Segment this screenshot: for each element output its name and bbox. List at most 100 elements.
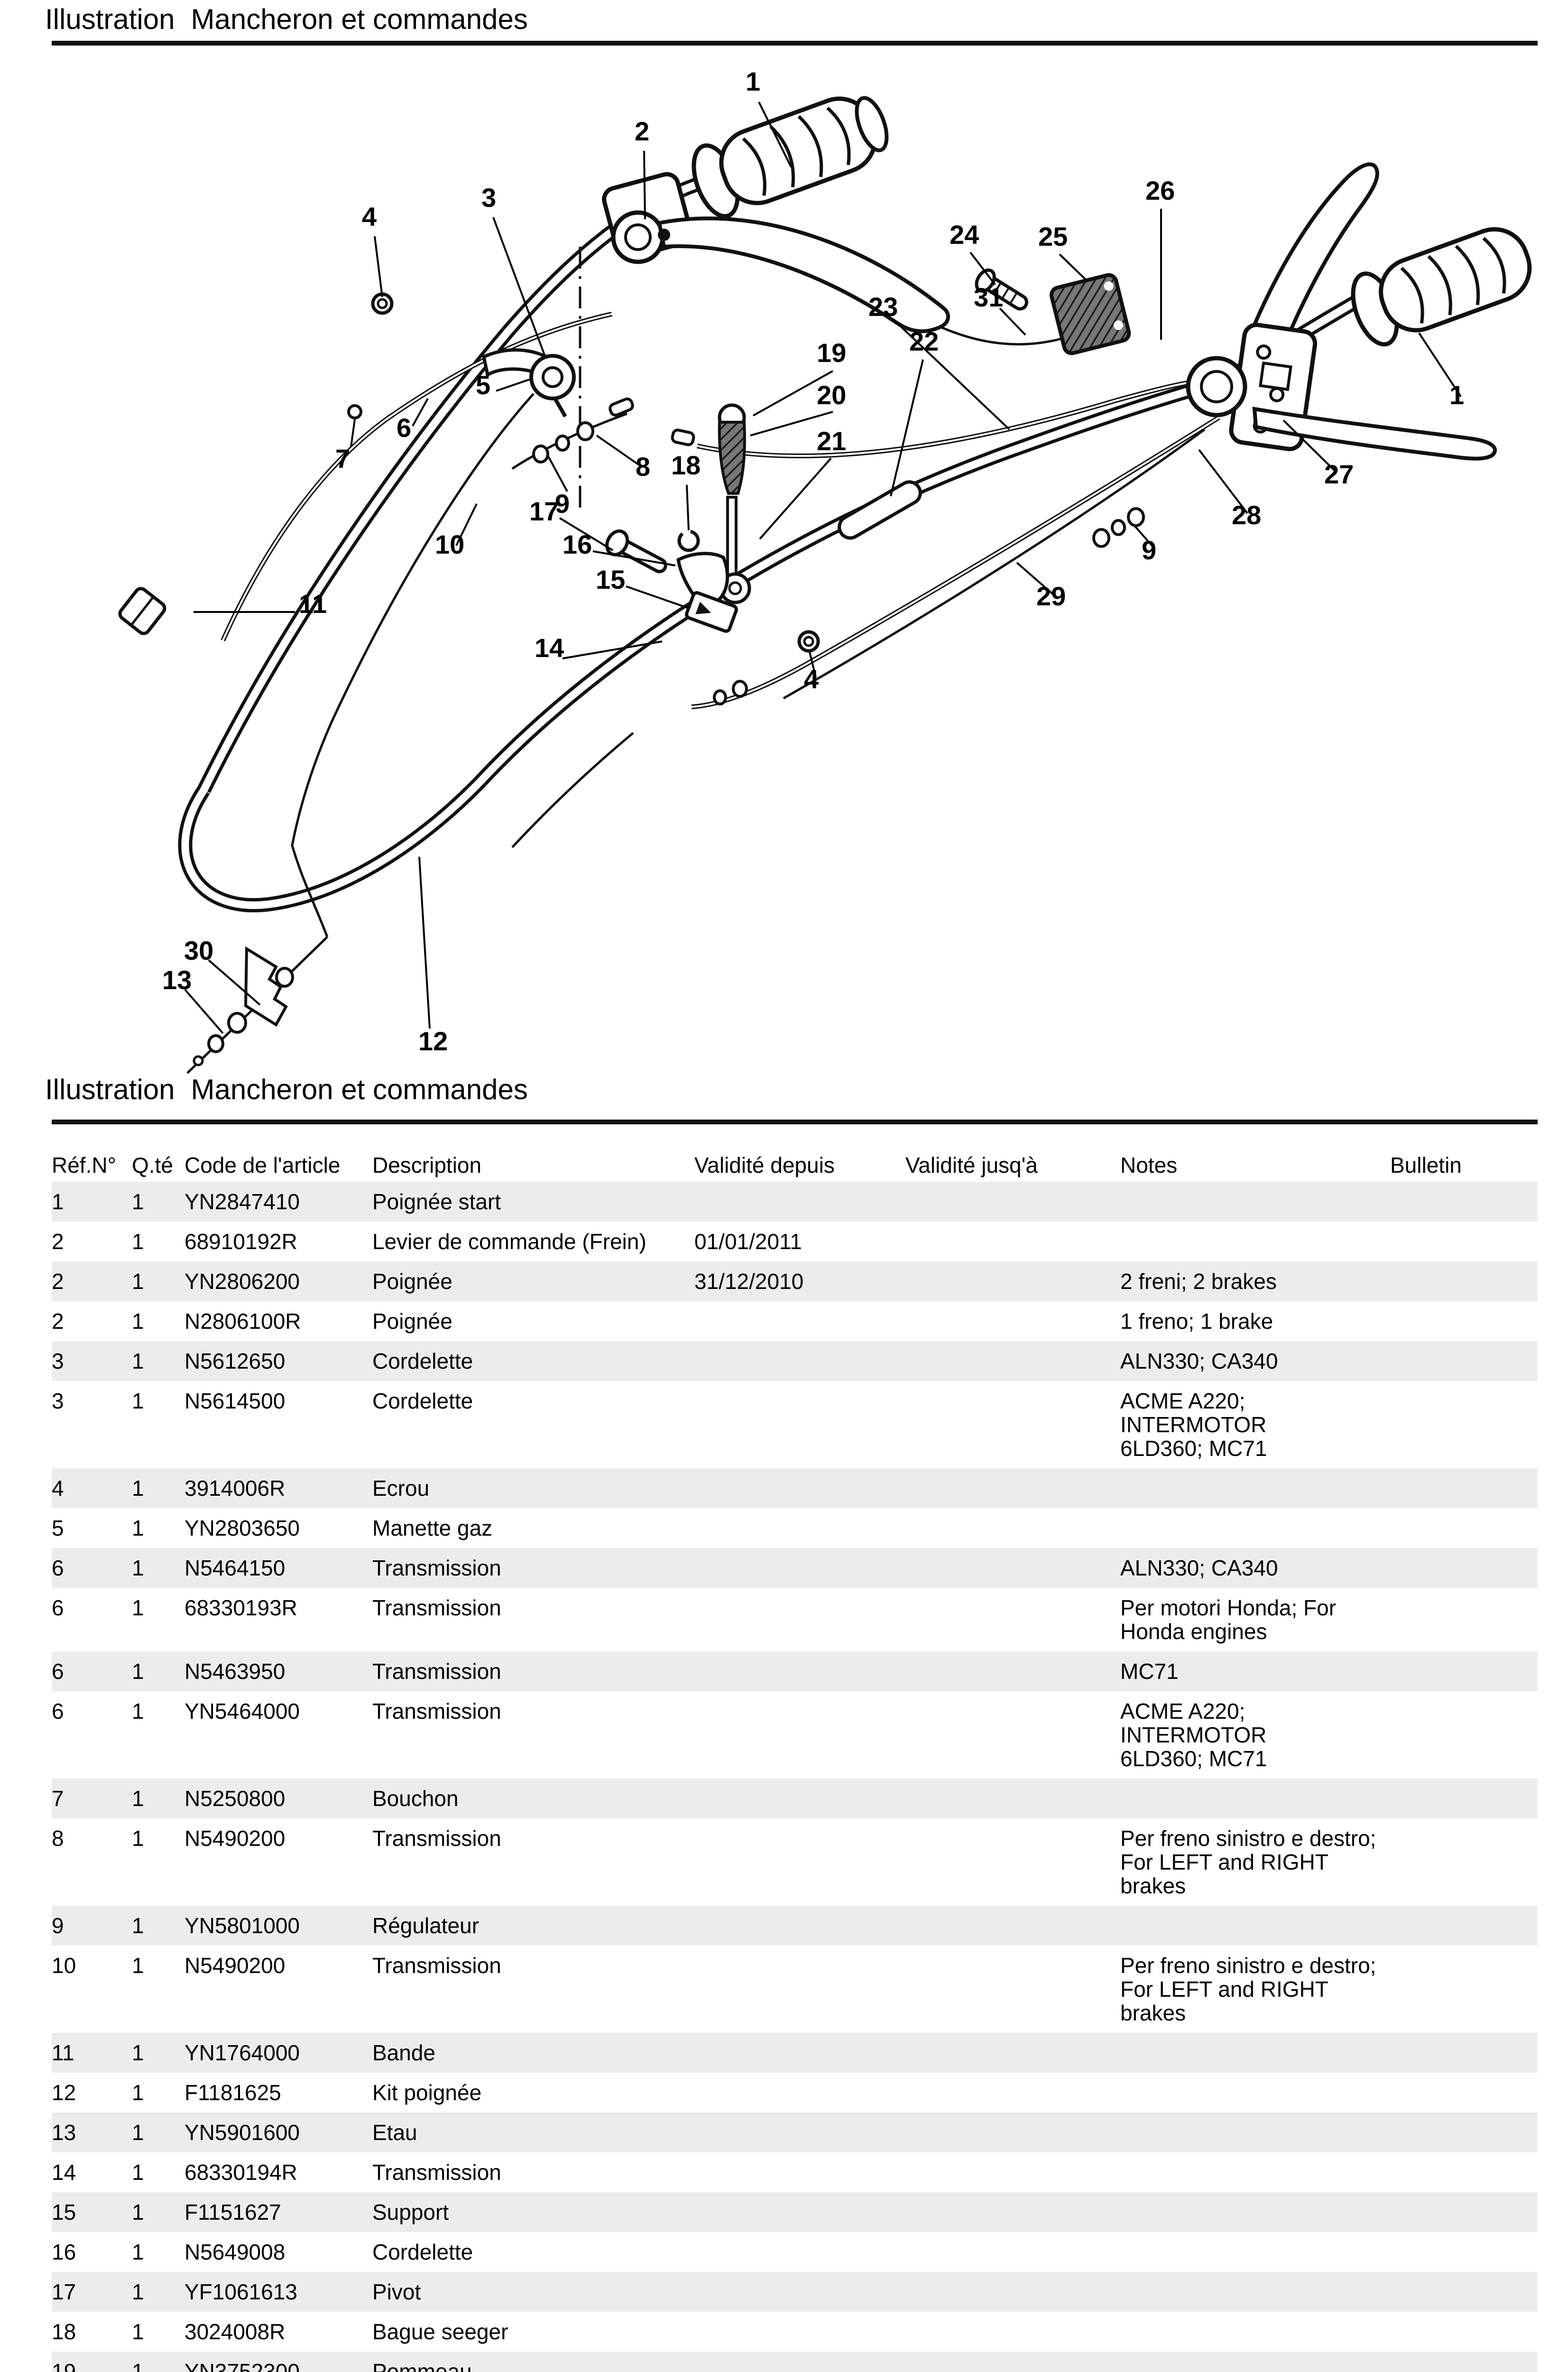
table-cell: YF1061613	[184, 2279, 297, 2304]
table-cell: 18	[52, 2319, 76, 2344]
table-cell: 1	[132, 1349, 144, 1373]
table-cell: 10	[52, 1953, 76, 1978]
table-cell	[905, 1381, 1120, 1468]
table-cell	[1390, 1182, 1538, 1222]
throttle-lever	[481, 348, 576, 418]
callout-label: 12	[418, 1026, 448, 1056]
table-cell	[1390, 1651, 1538, 1691]
table-cell	[694, 1651, 905, 1691]
table-cell: ALN330; CA340	[1120, 1556, 1278, 1580]
table-cell: 3914006R	[184, 1476, 286, 1501]
table-cell	[694, 2312, 905, 2352]
callout-leader-line	[496, 379, 530, 392]
table-cell: 7	[52, 1786, 64, 1811]
table-cell: 68330193R	[184, 1595, 297, 1620]
table-cell: YN3752300	[184, 2359, 300, 2372]
callout-label: 16	[563, 529, 592, 559]
table-cell	[1120, 2352, 1390, 2372]
table-cell: 1 freno; 1 brake	[1120, 1309, 1273, 1334]
callout-leader-line	[559, 517, 614, 551]
table-cell: Support	[372, 2200, 449, 2224]
serrated-bracket	[244, 946, 288, 1027]
table-cell	[694, 2232, 905, 2272]
table-cell: 19	[52, 2359, 76, 2372]
horizontal-rule-mid	[52, 1120, 1538, 1124]
table-cell	[694, 1381, 905, 1468]
horizontal-rule-top	[52, 41, 1538, 46]
callout-leader-line	[184, 989, 224, 1034]
callout-leader-line	[492, 217, 545, 355]
table-cell: N5649008	[184, 2240, 286, 2264]
table-cell: N5612650	[184, 1349, 286, 1373]
callout-leader-line	[208, 959, 261, 1006]
column-header: Code de l'article	[184, 1153, 341, 1177]
table-cell: Transmission	[372, 1826, 501, 1851]
table-cell	[1120, 2192, 1390, 2232]
tube-slot-detail	[838, 480, 922, 540]
table-cell	[694, 1818, 905, 1906]
callout-leader-line	[1418, 332, 1462, 398]
switch-screw	[975, 268, 1029, 311]
callout-leader-line	[418, 856, 431, 1029]
column-header: Validité jusq'à	[905, 1153, 1038, 1177]
table-cell: Poignée	[372, 1309, 452, 1334]
table-cell: 1	[52, 1189, 64, 1214]
callout-label: 19	[817, 338, 846, 368]
table-cell: Bouchon	[372, 1786, 459, 1811]
table-cell: N5490200	[184, 1953, 286, 1978]
table-cell	[1390, 1779, 1538, 1818]
table-cell	[905, 1222, 1120, 1261]
callout-label: 29	[1036, 581, 1066, 611]
table-cell: 17	[52, 2279, 76, 2304]
callout-label: 1	[746, 66, 760, 96]
column-header: Validité depuis	[694, 1153, 835, 1177]
callout-label: 30	[184, 936, 213, 965]
callout-label: 4	[804, 664, 819, 694]
table-cell: ALN330; CA340	[1120, 1349, 1278, 1373]
right-grip	[1351, 227, 1532, 347]
table-cell	[1390, 1222, 1538, 1261]
table-cell: 1	[132, 2160, 144, 2185]
callout-label: 11	[299, 589, 327, 619]
table-cell	[694, 1301, 905, 1341]
callout-leader-line	[547, 456, 568, 492]
callout-leader-line	[758, 102, 792, 167]
table-cell: Per freno sinistro e destro; For LEFT an…	[1120, 1953, 1376, 2025]
tube-clamp-support	[685, 591, 738, 633]
table-cell	[1390, 2113, 1538, 2152]
callout-leader-line	[412, 398, 429, 426]
callout-leader-line	[1198, 449, 1248, 514]
table-cell	[694, 1468, 905, 1508]
callout-label: 9	[1142, 535, 1156, 565]
table-cell: 14	[52, 2160, 76, 2185]
table-cell: 1	[132, 1476, 144, 1501]
table-cell: 68910192R	[184, 1229, 297, 1254]
table-cell: 4	[52, 1476, 64, 1501]
table-cell: Levier de commande (Frein)	[372, 1229, 646, 1254]
table-cell: 2	[52, 1269, 64, 1294]
callout-label: 13	[162, 965, 192, 995]
table-cell: 1	[132, 1269, 144, 1294]
support-bracket	[676, 552, 729, 602]
table-cell: F1181625	[184, 2080, 281, 2105]
callout-label: 24	[950, 220, 979, 250]
table-cell: 15	[52, 2200, 76, 2224]
table-cell: Per freno sinistro e destro; For LEFT an…	[1120, 1826, 1376, 1898]
table-cell	[1390, 1588, 1538, 1651]
table-cell	[1390, 2152, 1538, 2192]
callout-leader-line	[892, 318, 1010, 430]
table-cell	[905, 1588, 1120, 1651]
table-cell: Bande	[372, 2040, 436, 2065]
table-cell: YN5901600	[184, 2120, 300, 2145]
callout-leader-line	[1059, 253, 1088, 282]
